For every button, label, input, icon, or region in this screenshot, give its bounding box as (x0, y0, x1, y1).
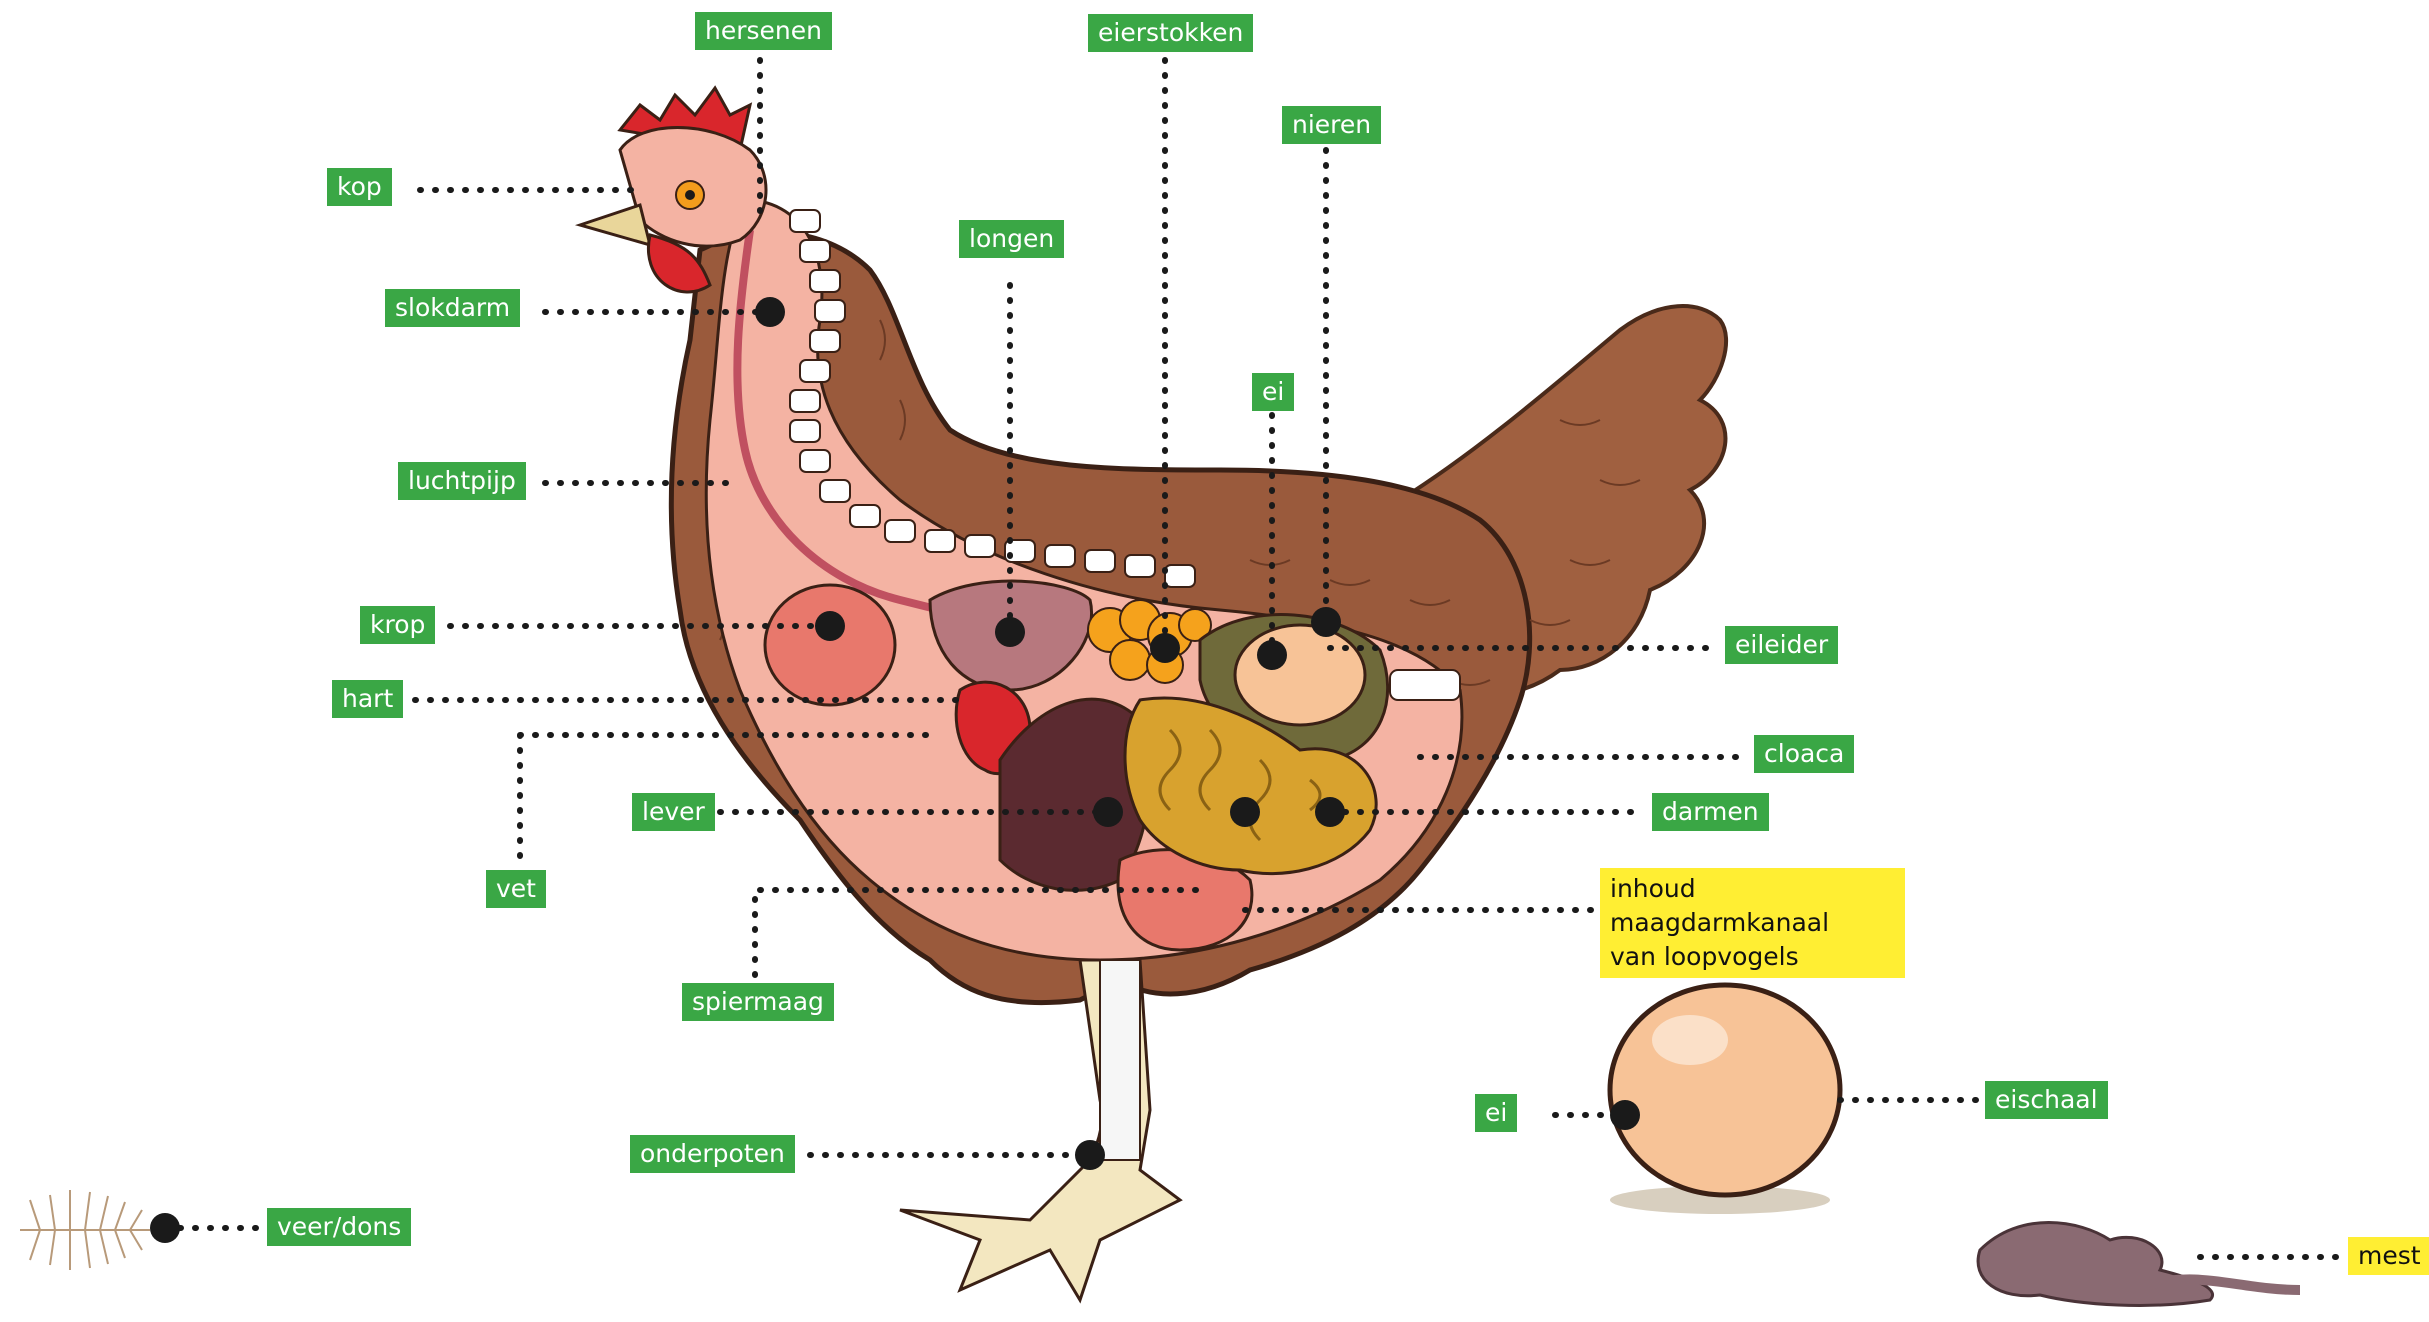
label-eischaal: eischaal (1985, 1081, 2108, 1119)
leg-bone (1100, 960, 1140, 1160)
marker-eierstokken (1150, 633, 1180, 663)
label-cloaca: cloaca (1754, 735, 1854, 773)
crop-organ (765, 585, 895, 705)
marker-veer (150, 1213, 180, 1243)
label-spiermaag: spiermaag (682, 983, 834, 1021)
label-luchtpijp: luchtpijp (398, 462, 526, 500)
label-hart: hart (332, 680, 403, 718)
label-krop: krop (360, 606, 435, 644)
label-ei-inside: ei (1252, 373, 1294, 411)
marker-onderpoten (1075, 1140, 1105, 1170)
egg-illustration (1610, 985, 1840, 1214)
label-eierstokken: eierstokken (1088, 14, 1253, 52)
label-nieren: nieren (1282, 106, 1381, 144)
marker-longen (995, 617, 1025, 647)
chicken-illustration (580, 88, 1726, 1300)
label-lever: lever (632, 793, 715, 831)
marker-ei-inside (1257, 640, 1287, 670)
label-darmen: darmen (1652, 793, 1769, 831)
marker-nieren (1311, 607, 1341, 637)
label-inhoud-line2: van loopvogels (1610, 940, 1895, 974)
label-vet: vet (486, 870, 546, 908)
label-eileider: eileider (1725, 626, 1838, 664)
label-onderpoten: onderpoten (630, 1135, 795, 1173)
label-inhoud-line1: inhoud maagdarmkanaal (1610, 872, 1895, 940)
beak (580, 205, 650, 245)
label-ei-outside: ei (1475, 1094, 1517, 1132)
marker-slokdarm (755, 297, 785, 327)
internal-egg (1235, 625, 1365, 725)
label-veer-dons: veer/dons (267, 1208, 411, 1246)
marker-lever (1093, 797, 1123, 827)
marker-darmen (1315, 797, 1345, 827)
marker-krop (815, 611, 845, 641)
label-longen: longen (959, 220, 1064, 258)
label-slokdarm: slokdarm (385, 289, 520, 327)
label-hersenen: hersenen (695, 12, 832, 50)
label-mest: mest (2348, 1237, 2429, 1275)
marker-intestine-1 (1230, 797, 1260, 827)
feather-illustration (20, 1190, 150, 1270)
label-kop: kop (327, 168, 392, 206)
manure-illustration (1978, 1223, 2300, 1306)
marker-ei-outside (1610, 1100, 1640, 1130)
label-inhoud-maagdarmkanaal: inhoud maagdarmkanaal van loopvogels (1600, 868, 1905, 978)
